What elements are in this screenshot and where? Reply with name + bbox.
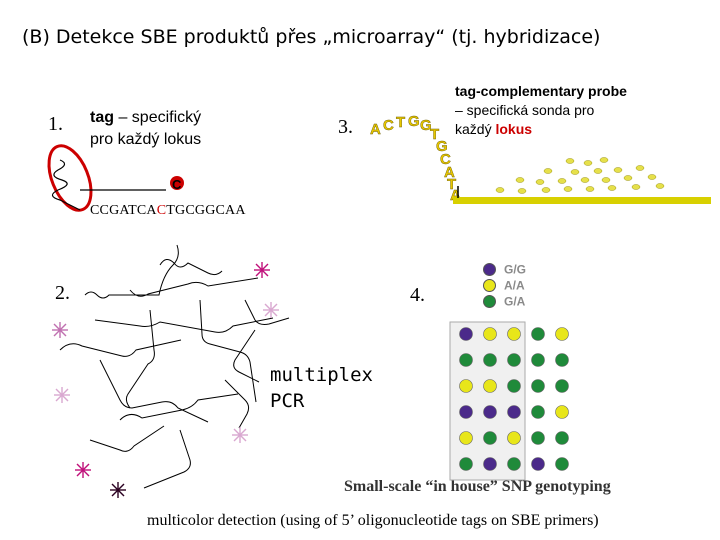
array-spot bbox=[483, 353, 497, 367]
starburst-icon bbox=[110, 482, 126, 498]
probe-letter: C bbox=[383, 117, 394, 134]
probe-letter: G bbox=[436, 138, 448, 155]
sequence-snp-base: C bbox=[156, 203, 167, 218]
array-spot bbox=[483, 431, 497, 445]
legend-dot-icon bbox=[483, 279, 496, 292]
panel-3-number: 3. bbox=[338, 116, 353, 138]
array-spot bbox=[555, 353, 569, 367]
probe-letters: A C T G G T G C A T A bbox=[370, 113, 461, 204]
array-spot bbox=[459, 327, 473, 341]
tag-highlight-ellipse bbox=[47, 144, 93, 212]
probe-surface-bar bbox=[453, 197, 711, 204]
array-spot bbox=[507, 327, 521, 341]
multiplex-label-line2: PCR bbox=[270, 390, 305, 412]
panel-2-number: 2. bbox=[55, 282, 70, 304]
starburst-icon bbox=[75, 462, 91, 478]
array-spot bbox=[531, 405, 545, 419]
legend-item-ga: G/A bbox=[483, 293, 525, 309]
snp-genotyping-caption: Small-scale “in house” SNP genotyping bbox=[344, 478, 611, 495]
probe-line-2: – specifická sonda pro bbox=[455, 102, 595, 118]
array-spot bbox=[507, 353, 521, 367]
array-spot bbox=[459, 431, 473, 445]
legend-label: A/A bbox=[504, 278, 525, 293]
sequence-part-c: TGCGGCAA bbox=[166, 203, 246, 218]
array-spot bbox=[483, 457, 497, 471]
legend-dot-icon bbox=[483, 295, 496, 308]
starburst-icon bbox=[254, 262, 270, 278]
probe-lokus-word: lokus bbox=[495, 121, 533, 137]
array-spot bbox=[555, 405, 569, 419]
array-spot bbox=[459, 405, 473, 419]
tag-description: tag – specifický pro každý lokus bbox=[90, 107, 201, 151]
legend-item-gg: G/G bbox=[483, 261, 526, 277]
probe-letter: T bbox=[396, 114, 405, 131]
starburst-icon bbox=[54, 387, 70, 403]
legend-item-aa: A/A bbox=[483, 277, 525, 293]
sequence-part-a: CCGATCA bbox=[90, 203, 157, 218]
panel-1-number: 1. bbox=[48, 113, 63, 135]
probe-letter: G bbox=[408, 113, 420, 130]
array-spot bbox=[531, 457, 545, 471]
array-spot bbox=[483, 327, 497, 341]
fluorescent-tags bbox=[52, 262, 279, 498]
snp-base-letter: C bbox=[172, 177, 182, 192]
target-dots bbox=[495, 157, 665, 194]
multiplex-label-line1: multiplex bbox=[270, 364, 373, 386]
tag-desc-line2: pro každý lokus bbox=[90, 131, 202, 148]
array-spot bbox=[483, 405, 497, 419]
probe-letter: A bbox=[444, 164, 455, 181]
array-spot bbox=[507, 431, 521, 445]
probe-letter: A bbox=[370, 121, 381, 138]
probe-drawing: A C T G G T G C A T A bbox=[370, 113, 711, 204]
snp-base-circle bbox=[170, 176, 184, 190]
array-spot bbox=[459, 353, 473, 367]
array-spot bbox=[507, 457, 521, 471]
array-spot bbox=[531, 431, 545, 445]
array-spot bbox=[483, 379, 497, 393]
array-spot bbox=[531, 327, 545, 341]
probe-letter: T bbox=[430, 126, 439, 143]
pcr-squiggles bbox=[59, 244, 290, 489]
bottom-caption: multicolor detection (using of 5’ oligon… bbox=[147, 512, 599, 529]
multiplex-pcr-label: multiplex PCR bbox=[270, 362, 373, 414]
array-spot bbox=[555, 327, 569, 341]
array-spot bbox=[555, 379, 569, 393]
legend-label: G/A bbox=[504, 294, 526, 309]
probe-description: tag-complementary probe – specifická son… bbox=[455, 82, 695, 139]
tag-primer-drawing: C bbox=[47, 144, 184, 212]
tag-word: tag bbox=[90, 109, 114, 126]
tag-desc-rest: – specifický bbox=[114, 109, 202, 126]
legend-label: G/G bbox=[504, 262, 527, 277]
array-spot bbox=[555, 457, 569, 471]
panel-4-number: 4. bbox=[410, 284, 425, 306]
tag-coil bbox=[51, 159, 81, 211]
array-spot bbox=[531, 353, 545, 367]
array-shadow-bg bbox=[449, 321, 526, 481]
slide-title: (B) Detekce SBE produktů přes „microarra… bbox=[22, 26, 601, 48]
starburst-icon bbox=[263, 302, 279, 318]
array-spot bbox=[507, 379, 521, 393]
starburst-icon bbox=[52, 322, 68, 338]
array-spot bbox=[459, 457, 473, 471]
probe-letter: G bbox=[420, 117, 432, 134]
primer-sequence: CCGATCACTGCGGCAA bbox=[90, 203, 246, 219]
probe-letter: C bbox=[440, 151, 451, 168]
array-spot bbox=[507, 405, 521, 419]
probe-letter: T bbox=[447, 176, 456, 193]
starburst-icon bbox=[232, 427, 248, 443]
probe-line-1: tag-complementary probe bbox=[455, 83, 627, 99]
legend-dot-icon bbox=[483, 263, 496, 276]
probe-letter: A bbox=[450, 187, 461, 204]
array-spot bbox=[531, 379, 545, 393]
microarray-grid bbox=[459, 327, 569, 471]
probe-line-3a: každý bbox=[455, 121, 496, 137]
array-spot bbox=[459, 379, 473, 393]
array-spot bbox=[555, 431, 569, 445]
